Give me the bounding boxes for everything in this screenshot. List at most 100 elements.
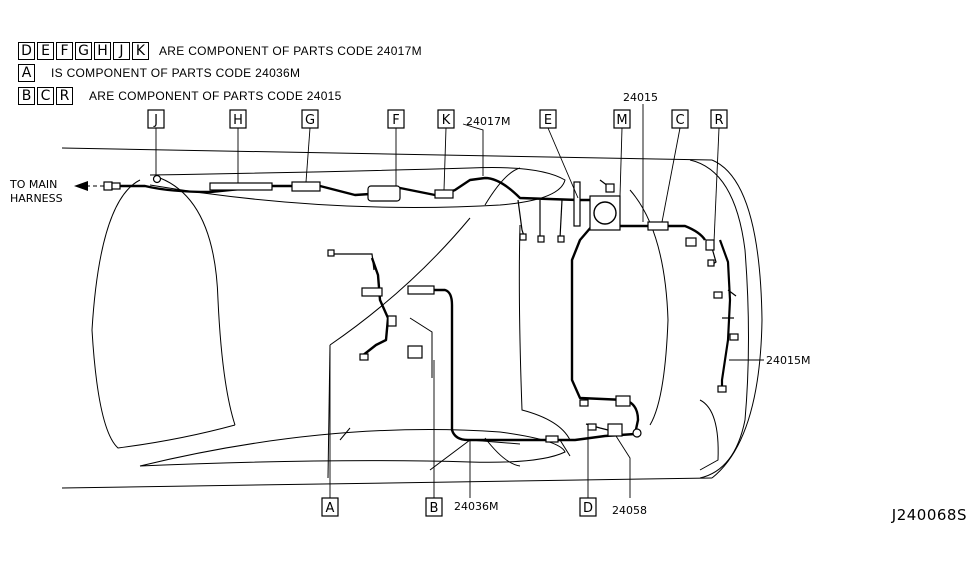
legend-box-d: D bbox=[18, 42, 35, 60]
callout-box-c bbox=[671, 109, 689, 129]
cowl-line bbox=[329, 217, 471, 346]
harness-24015 bbox=[570, 224, 707, 435]
callout-b: B bbox=[430, 501, 439, 516]
legend-box-a: A bbox=[18, 64, 35, 82]
connector-a-5 bbox=[407, 345, 423, 359]
connector-24058 bbox=[607, 423, 623, 437]
callout-box-k bbox=[437, 109, 455, 129]
label-24015: 24015 bbox=[623, 91, 658, 104]
connector-k bbox=[434, 189, 454, 199]
callout-k: K bbox=[442, 113, 451, 128]
rear-glass-line bbox=[629, 189, 669, 426]
harness-24015-side bbox=[570, 225, 640, 435]
connector-d-1 bbox=[579, 399, 589, 407]
harness-24015m-main bbox=[718, 239, 732, 392]
branch-wire-a1 bbox=[330, 253, 375, 271]
windshield-line bbox=[518, 224, 571, 441]
connector-r-5 bbox=[729, 333, 739, 341]
legend-box-r: R bbox=[56, 87, 73, 105]
hood-inner-curve bbox=[159, 177, 236, 426]
top-body-line bbox=[61, 147, 713, 161]
upper-fender-curve bbox=[149, 167, 566, 208]
callout-j: J bbox=[153, 113, 158, 128]
callout-box-a bbox=[321, 497, 339, 517]
connector-r-3 bbox=[707, 259, 715, 267]
legend-box-c: C bbox=[37, 87, 54, 105]
connector-b-1 bbox=[545, 435, 559, 443]
connector-a-3 bbox=[387, 315, 397, 327]
legend-box-e: E bbox=[37, 42, 54, 60]
connector-g bbox=[291, 181, 321, 192]
car-body-outline bbox=[61, 147, 763, 489]
legend-text-24036m: IS COMPONENT OF PARTS CODE 24036M bbox=[51, 66, 301, 80]
front-nose-outline bbox=[91, 179, 236, 449]
callout-h: H bbox=[233, 113, 243, 128]
connector-e-post bbox=[573, 181, 581, 227]
legend-box-g: G bbox=[75, 42, 92, 60]
harness-24015-rear bbox=[612, 224, 707, 241]
legend-text-24017m: ARE COMPONENT OF PARTS CODE 24017M bbox=[159, 44, 422, 58]
connector-r-2 bbox=[705, 239, 715, 251]
connector-r-1 bbox=[685, 237, 697, 247]
connector-b-top bbox=[407, 285, 435, 295]
leader-e bbox=[547, 127, 579, 199]
bottom-body-line bbox=[61, 477, 713, 489]
connector-f bbox=[367, 185, 401, 202]
harness-24015m bbox=[718, 239, 732, 392]
connector-r-6 bbox=[717, 385, 727, 393]
leader-24017m bbox=[462, 123, 484, 176]
label-24058: 24058 bbox=[612, 504, 647, 517]
connector-d-2 bbox=[615, 395, 631, 407]
legend-row-24017m: D E F G H J K ARE COMPONENT OF PARTS COD… bbox=[18, 41, 422, 61]
harness-24036m-branch bbox=[361, 257, 390, 357]
callout-e: E bbox=[544, 113, 552, 128]
branch-wires bbox=[330, 179, 737, 431]
upper-door-curve bbox=[484, 167, 521, 206]
module-m-motor bbox=[593, 201, 617, 225]
branch-wire-e3 bbox=[559, 199, 563, 239]
connector-r-4 bbox=[713, 291, 723, 299]
harness-24036m bbox=[361, 257, 636, 442]
callout-a: A bbox=[326, 501, 335, 516]
dash-structure-line bbox=[409, 317, 433, 378]
lower-fender-curve bbox=[139, 429, 566, 467]
to-main-label-line1: TO MAIN bbox=[9, 178, 57, 191]
legend-row-24015: B C R ARE COMPONENT OF PARTS CODE 24015 bbox=[18, 86, 342, 106]
connector-a-4 bbox=[359, 353, 369, 361]
leader-24058 bbox=[615, 435, 631, 498]
label-24015m: 24015M bbox=[766, 354, 810, 367]
harness-24017m bbox=[118, 176, 592, 202]
label-24036m: 24036M bbox=[454, 500, 498, 513]
callout-d: D bbox=[583, 501, 593, 516]
leader-k bbox=[443, 127, 447, 191]
legend-box-j: J bbox=[113, 42, 130, 60]
callout-box-m bbox=[613, 109, 631, 129]
connector-m-1 bbox=[605, 183, 615, 193]
legend-box-b: B bbox=[18, 87, 35, 105]
callout-boxes bbox=[147, 109, 728, 517]
callout-box-b bbox=[425, 497, 443, 517]
callout-box-e bbox=[539, 109, 557, 129]
callout-box-j bbox=[147, 109, 165, 129]
callout-box-h bbox=[229, 109, 247, 129]
connector-e-3 bbox=[557, 235, 565, 243]
callout-box-d bbox=[579, 497, 597, 517]
branch-wire-r2 bbox=[727, 289, 737, 297]
connector-h bbox=[209, 182, 273, 191]
connector-c-in bbox=[647, 221, 669, 231]
ground-24058 bbox=[632, 428, 642, 438]
callout-box-f bbox=[387, 109, 405, 129]
leader-lines bbox=[155, 104, 764, 498]
callout-f: F bbox=[392, 113, 399, 128]
diagram-code: J240068S bbox=[891, 506, 967, 524]
legend-box-k: K bbox=[132, 42, 149, 60]
sill-marks bbox=[339, 427, 571, 457]
ground-j bbox=[152, 174, 162, 184]
connector-e-1 bbox=[519, 233, 527, 241]
connector-a-2 bbox=[361, 287, 383, 297]
legend-box-h: H bbox=[94, 42, 111, 60]
legend-text-24015: ARE COMPONENT OF PARTS CODE 24015 bbox=[89, 89, 342, 103]
to-main-label-line2: HARNESS bbox=[10, 192, 63, 205]
connector-to-main bbox=[103, 181, 113, 191]
